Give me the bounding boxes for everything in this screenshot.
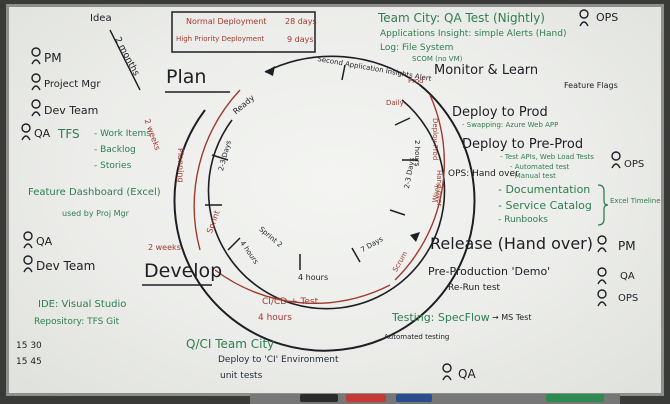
team-city-label: Team City: QA Test (Nightly)	[378, 11, 545, 25]
prod-label: Prod	[408, 77, 424, 85]
ops-label: OPS	[596, 11, 619, 24]
ide-label: IDE: Visual Studio	[38, 299, 127, 310]
dev-team-label: Dev Team	[44, 104, 99, 117]
runbooks-label: - Runbooks	[498, 215, 548, 225]
docs-bracket	[597, 184, 609, 226]
person-icon	[31, 99, 41, 117]
ops-label: OPS	[624, 159, 645, 170]
tfs-label: TFS	[58, 127, 80, 141]
release-time-box	[171, 11, 316, 53]
person-icon	[597, 267, 607, 285]
marker	[396, 394, 432, 402]
cycle-red-arc-bottom	[214, 269, 391, 304]
develop-label: Develop	[144, 260, 223, 282]
corner-note: 15 45	[16, 357, 42, 367]
person-icon	[611, 151, 621, 169]
marker	[546, 394, 604, 402]
person-icon	[23, 231, 33, 249]
tfs-item: - Stories	[94, 161, 132, 171]
ci-cd-label: CI/CD + Test	[262, 297, 319, 307]
dev-team-label: Dev Team	[36, 259, 96, 273]
person-icon	[21, 123, 31, 141]
ms-test-label: → MS Test	[492, 313, 532, 322]
feature-flags-label: Feature Flags	[564, 81, 618, 90]
app-insights-label: Applications Insight: simple Alerts (Han…	[380, 29, 567, 39]
log-label: Log: File System	[380, 43, 454, 53]
ops-handover-label: OPS: Hand over	[448, 169, 519, 179]
deploy-ci-label: Deploy to 'CI' Environment	[218, 355, 339, 365]
qa-label: QA	[458, 367, 476, 381]
corner-note: 15 30	[16, 341, 42, 351]
preprod-demo-label: Pre-Production 'Demo'	[428, 265, 551, 278]
idea-arrow	[109, 29, 141, 91]
automated-testing-label: Automated testing	[384, 333, 450, 341]
service-catalog-label: - Service Catalog	[498, 199, 592, 212]
rerun-test-label: Re-Run test	[448, 283, 501, 293]
daily-label: Daily	[386, 99, 404, 107]
ci-team-city-label: Q/CI Team City	[186, 337, 275, 351]
ops-label: OPS	[618, 293, 639, 304]
deploy-preprod-label: Deploy to Pre-Prod	[462, 137, 584, 152]
marker	[346, 394, 386, 402]
repository-label: Repository: TFS Git	[34, 317, 120, 327]
release-box-line1: Normal Deployment	[186, 17, 267, 26]
monitor-learn-label: Monitor & Learn	[434, 63, 539, 78]
person-icon	[579, 9, 589, 27]
person-icon	[442, 363, 452, 381]
person-icon	[597, 235, 607, 253]
release-box-dur1: 28 days	[285, 17, 317, 26]
pm-label: PM	[44, 51, 62, 65]
preprod-note: - Automated test	[510, 163, 570, 171]
cycle-top-arc	[264, 55, 421, 86]
hours-label: 4 hours	[258, 313, 292, 323]
pm-label: PM	[618, 239, 636, 253]
testing-specflow-label: Testing: SpecFlow	[392, 311, 490, 324]
used-by-label: used by Proj Mgr	[62, 209, 129, 218]
excel-note: Excel Timeline	[610, 197, 661, 205]
person-icon	[31, 47, 41, 65]
handover-note: Hand over	[435, 170, 443, 207]
documentation-label: - Documentation	[498, 183, 591, 196]
preprod-note: - Test APIs, Web Load Tests	[500, 153, 594, 161]
cycle-arrowhead	[410, 232, 420, 242]
tfs-item: - Backlog	[94, 145, 136, 155]
qa-label: QA	[34, 127, 51, 140]
cycle-outer-arc	[173, 84, 476, 352]
person-icon	[31, 73, 41, 91]
feature-dashboard-label: Feature Dashboard (Excel)	[28, 187, 161, 198]
cycle-tick-marks	[205, 64, 418, 270]
marker	[300, 394, 338, 402]
release-label: Release (Hand over)	[430, 234, 593, 253]
scom-label: SCOM (no VM)	[412, 55, 463, 63]
hours-label: 4 hours	[298, 273, 329, 282]
deploy-prod-label: Deploy to Prod	[452, 105, 548, 120]
project-mgr-label: Project Mgr	[44, 79, 101, 90]
cycle-inner-arc	[207, 99, 446, 310]
cycle-red-arc-right	[394, 94, 445, 281]
person-icon	[597, 289, 607, 307]
tfs-item: - Work Items	[94, 129, 151, 139]
qa-label: QA	[620, 271, 635, 282]
person-icon	[23, 255, 33, 273]
hours-label: 2 hours	[413, 140, 421, 167]
preprod-note: - Manual test	[510, 172, 556, 180]
cycle-arrowhead	[265, 66, 275, 76]
unit-tests-label: unit tests	[220, 371, 263, 381]
cycle-red-arc	[193, 89, 241, 251]
qa-label: QA	[36, 235, 53, 248]
deploy-prod-note: Deploy Prod	[431, 118, 439, 161]
prod-swap-note: - Swapping: Azure Web APP	[462, 121, 559, 129]
whiteboard	[6, 4, 664, 396]
release-box-dur2: 9 days	[287, 35, 314, 44]
idea-label: Idea	[90, 13, 112, 24]
weeks-label: 2 weeks	[148, 243, 181, 252]
plan-label: Plan	[166, 66, 207, 88]
release-box-line2: High Priority Deployment	[176, 35, 265, 43]
marker-tray	[250, 394, 620, 404]
planning-label: Planning	[176, 148, 185, 183]
